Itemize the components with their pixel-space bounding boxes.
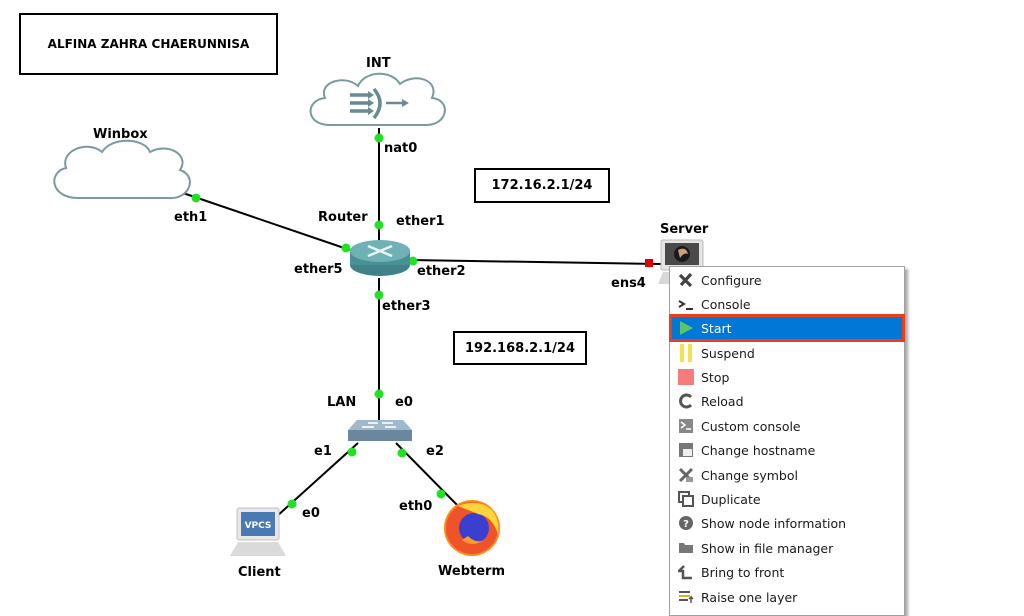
menu-item-start[interactable]: Start	[669, 314, 905, 342]
menu-item-label: Console	[701, 296, 751, 312]
menu-item-label: Stop	[701, 369, 730, 385]
menu-item-change-hostname[interactable]: Change hostname	[671, 438, 903, 462]
port-label-ether5: ether5	[294, 262, 343, 277]
nat-cloud-icon[interactable]	[309, 72, 446, 127]
custom-console-icon	[677, 417, 695, 435]
link-lan-webterm[interactable]	[395, 442, 465, 513]
port-label-lan-e1: e1	[314, 444, 332, 459]
port-status-dot	[287, 499, 297, 509]
port-status-square-down	[645, 259, 653, 267]
menu-item-suspend[interactable]: Suspend	[671, 341, 903, 365]
port-label-lan-e0: e0	[395, 395, 413, 410]
vpcs-screen-text: VPCS	[245, 521, 272, 531]
raise-layer-icon	[677, 588, 695, 606]
menu-item-bring-to-front[interactable]: Bring to front	[671, 560, 903, 584]
folder-icon	[677, 539, 695, 557]
hostname-icon	[677, 441, 695, 459]
port-label-ether3: ether3	[382, 299, 431, 314]
node-label-router: Router	[318, 210, 368, 225]
port-label-ether2: ether2	[417, 264, 466, 279]
pause-icon	[677, 344, 695, 362]
menu-item-label: Raise one layer	[701, 589, 798, 605]
link-winbox-router[interactable]	[179, 191, 351, 251]
port-status-dot	[408, 256, 418, 266]
port-status-dot	[347, 447, 357, 457]
node-label-webterm: Webterm	[438, 564, 505, 579]
ethernet-switch-icon[interactable]	[348, 420, 412, 441]
menu-item-label: Configure	[701, 272, 762, 288]
terminal-prompt-icon	[677, 295, 695, 313]
port-status-dot	[341, 243, 351, 253]
menu-item-console[interactable]: Console	[671, 292, 903, 316]
wrench-screwdriver-icon	[677, 271, 695, 289]
reload-icon	[677, 392, 695, 410]
lan-subnet-note[interactable]: 192.168.2.1/24	[453, 331, 587, 365]
port-label-lan-e2: e2	[426, 444, 444, 459]
port-status-dot	[191, 193, 201, 203]
port-status-dot	[374, 220, 384, 230]
menu-item-label: Custom console	[701, 418, 801, 434]
duplicate-icon	[677, 490, 695, 508]
title-note[interactable]: ALFINA ZAHRA CHAERUNNISA	[19, 13, 278, 75]
port-label-client-e0: e0	[302, 506, 320, 521]
wan-subnet-note[interactable]: 172.16.2.1/24	[474, 168, 610, 203]
node-label-server: Server	[660, 222, 709, 237]
menu-item-label: Suspend	[701, 345, 755, 361]
port-status-dot	[374, 133, 384, 143]
play-icon	[677, 319, 695, 337]
svg-text:?: ?	[683, 519, 689, 530]
node-label-winbox: Winbox	[93, 127, 148, 142]
menu-item-raise-one-layer[interactable]: Raise one layer	[671, 585, 903, 609]
menu-item-show-in-file-manager[interactable]: Show in file manager	[671, 536, 903, 560]
bring-front-icon	[677, 563, 695, 581]
menu-item-label: Show in file manager	[701, 540, 834, 556]
cloud-icon[interactable]	[53, 139, 191, 200]
menu-item-duplicate[interactable]: Duplicate	[671, 487, 903, 511]
node-label-lan: LAN	[327, 395, 357, 410]
menu-item-label: Bring to front	[701, 564, 785, 580]
vpcs-icon[interactable]: VPCS	[230, 507, 286, 556]
port-label-ether1: ether1	[396, 214, 445, 229]
menu-item-label: Show node information	[701, 515, 847, 531]
router-icon[interactable]	[350, 240, 410, 276]
menu-item-reload[interactable]: Reload	[671, 389, 903, 413]
menu-item-label: Reload	[701, 393, 744, 409]
port-status-dot	[397, 448, 407, 458]
menu-item-change-symbol[interactable]: Change symbol	[671, 463, 903, 487]
menu-item-stop[interactable]: Stop	[671, 365, 903, 389]
info-icon: ?	[677, 514, 695, 532]
firefox-icon[interactable]	[444, 500, 500, 556]
menu-item-label: Change hostname	[701, 442, 816, 458]
menu-item-custom-console[interactable]: Custom console	[671, 414, 903, 438]
node-label-client: Client	[238, 565, 281, 580]
link-router-server[interactable]	[409, 259, 663, 265]
menu-item-configure[interactable]: Configure	[671, 268, 903, 292]
port-status-dot	[374, 290, 384, 300]
port-status-dot	[436, 489, 446, 499]
port-label-ens4: ens4	[611, 276, 646, 291]
menu-item-label: Duplicate	[701, 491, 761, 507]
port-status-dot	[374, 389, 384, 399]
menu-item-label: Change symbol	[701, 467, 798, 483]
port-label-nat0: nat0	[384, 141, 418, 156]
port-label-eth1: eth1	[174, 210, 208, 225]
menu-item-label: Start	[701, 320, 732, 336]
node-label-int: INT	[366, 56, 391, 71]
port-label-webterm-eth0: eth0	[399, 499, 433, 514]
menu-item-show-node-information[interactable]: ? Show node information	[671, 511, 903, 535]
symbol-icon	[677, 466, 695, 484]
stop-icon	[677, 368, 695, 386]
node-context-menu: Configure Console Start Suspend Stop Rel…	[669, 266, 905, 616]
